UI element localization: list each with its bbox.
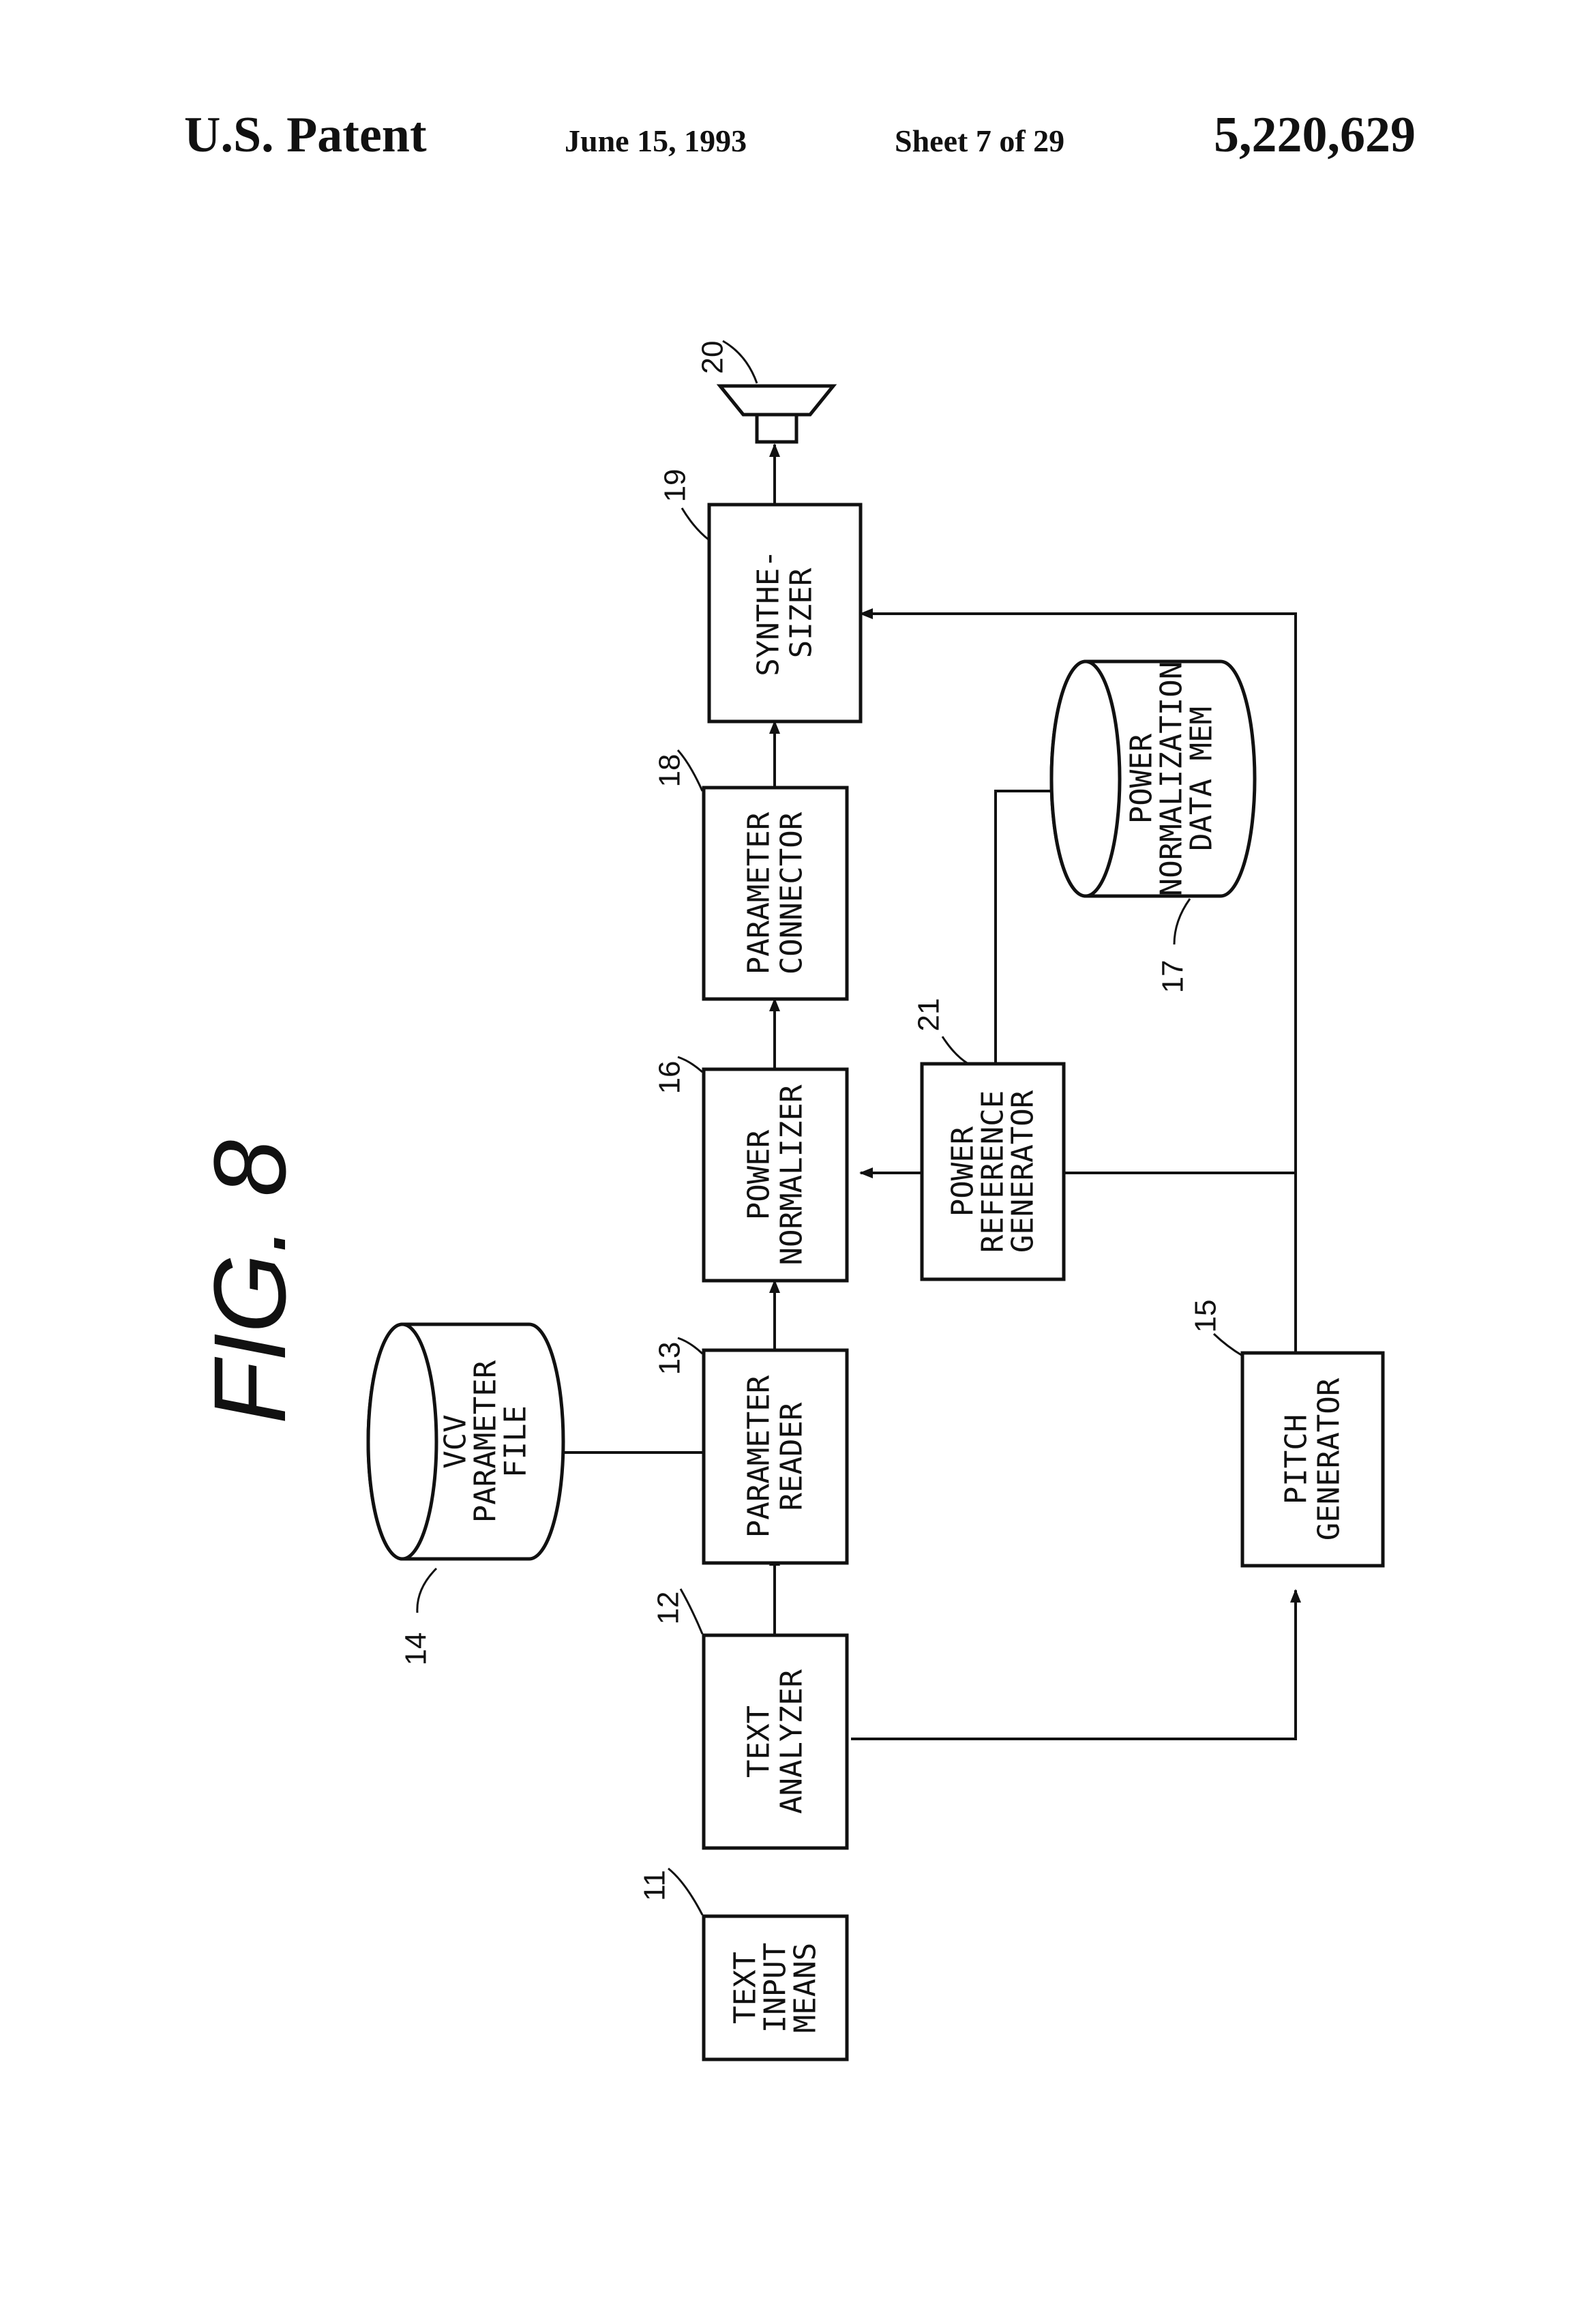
ref-14-leader [417, 1568, 436, 1613]
ref-16: 16 [653, 1061, 687, 1094]
ref-14: 14 [400, 1633, 433, 1666]
power-normalizer-line-1: POWER [742, 1129, 777, 1220]
ref-15: 15 [1189, 1300, 1223, 1333]
power-reference-line-3: GENERATOR [1006, 1090, 1041, 1253]
ref-17-leader [1174, 899, 1190, 944]
ref-21: 21 [912, 998, 946, 1032]
power-normalizer-line-2: NORMALIZER [775, 1084, 809, 1265]
power-normalization-data-mem-block: POWER NORMALIZATION DATA MEM 17 [1051, 661, 1255, 994]
parameter-reader-block: PARAMETER READER 13 [653, 1338, 848, 1563]
sheet-number: Sheet 7 of 29 [895, 123, 1064, 158]
pitch-generator-block: PITCH GENERATOR 15 [1189, 1300, 1384, 1566]
wire-analyzer-to-pitch [851, 1590, 1296, 1739]
ref-11-leader [668, 1868, 702, 1915]
pitch-generator-line-1: PITCH [1279, 1414, 1314, 1504]
speaker-cone-icon [720, 386, 833, 415]
synthesizer-block: SYNTHE- SIZER 19 [659, 469, 861, 721]
text-analyzer-line-2: ANALYZER [775, 1669, 809, 1814]
vcv-parameter-file-block: VCV PARAMETER FILE 14 [368, 1324, 563, 1665]
patent-number: 5,220,629 [1214, 107, 1416, 163]
ref-18: 18 [653, 754, 687, 788]
power-normalizer-block: POWER NORMALIZER 16 [653, 1057, 848, 1281]
ref-17: 17 [1156, 960, 1190, 994]
vcv-file-line-3: FILE [498, 1405, 533, 1478]
parameter-reader-line-2: READER [775, 1402, 809, 1510]
speaker-block: 20 [696, 341, 834, 442]
text-analyzer-block: TEXT ANALYZER 12 [652, 1589, 848, 1848]
data-mem-cylinder-end [1051, 661, 1120, 896]
speaker-magnet [757, 415, 796, 442]
synthesizer-line-2: SIZER [784, 567, 819, 658]
ref-13: 13 [653, 1342, 687, 1375]
ref-21-leader [942, 1037, 968, 1064]
pitch-generator-line-2: GENERATOR [1312, 1377, 1347, 1540]
ref-20: 20 [696, 341, 730, 374]
figure-label: FIG. 8 [192, 1140, 307, 1425]
power-reference-generator-block: POWER REFERENCE GENERATOR 21 [912, 998, 1064, 1279]
parameter-reader-line-1: PARAMETER [742, 1375, 777, 1538]
wire-reference-to-data-mem [996, 791, 1050, 1064]
text-input-means-block: TEXT INPUT MEANS 11 [638, 1868, 848, 2059]
ref-11: 11 [638, 1870, 672, 1901]
text-analyzer-line-1: TEXT [742, 1705, 777, 1778]
synthesizer-line-1: SYNTHE- [751, 550, 786, 676]
ref-19: 19 [659, 469, 692, 503]
ref-12: 12 [652, 1592, 685, 1625]
ref-19-leader [682, 508, 709, 540]
parameter-connector-block: PARAMETER CONNECTOR 18 [653, 750, 848, 999]
data-mem-line-3: DATA MEM [1184, 706, 1219, 851]
patent-header-label: U.S. Patent [184, 107, 427, 163]
parameter-connector-line-1: PARAMETER [742, 811, 777, 974]
ref-15-leader [1214, 1334, 1242, 1356]
vcv-file-cylinder-end [368, 1324, 436, 1559]
parameter-connector-line-2: CONNECTOR [775, 811, 809, 974]
patent-date: June 15, 1993 [565, 123, 747, 158]
text-input-line-3: MEANS [788, 1943, 823, 2033]
